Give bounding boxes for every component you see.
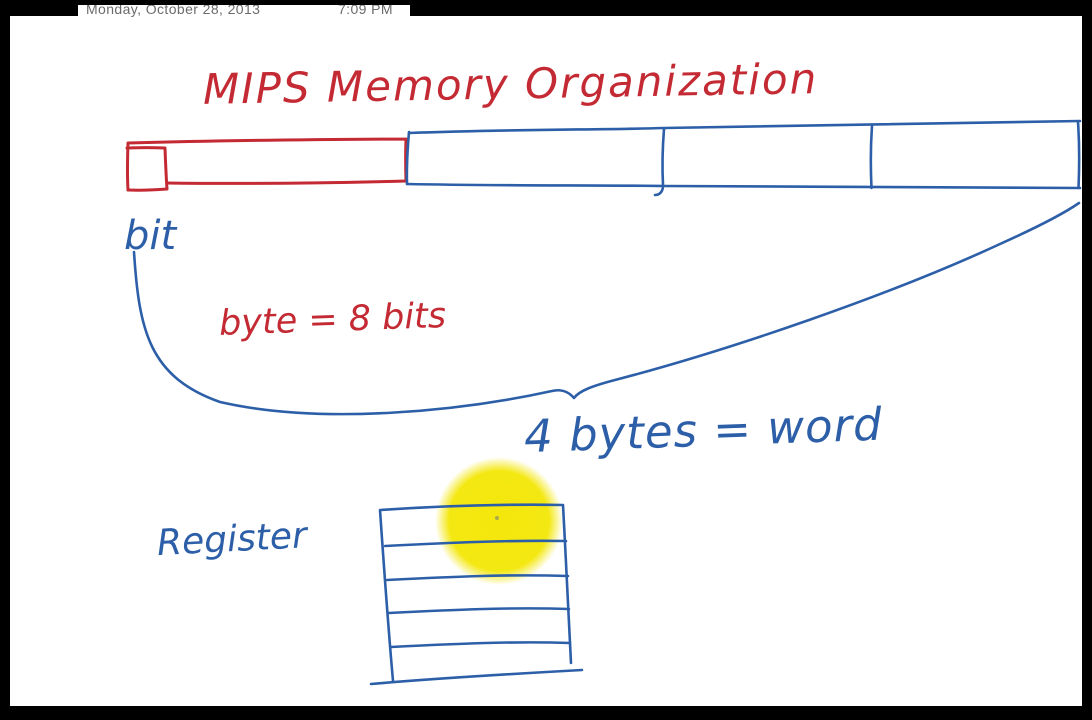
letterbox-bottom xyxy=(0,706,1092,720)
byte-equation-label: byte = 8 bits xyxy=(218,296,446,344)
memory-bar-right-end xyxy=(1076,120,1081,190)
byte-cell-box xyxy=(125,137,408,192)
bit-cell-box xyxy=(125,146,169,192)
top-clip-strip xyxy=(0,0,1092,5)
memory-bar-top-line xyxy=(407,119,1082,135)
register-row-lines xyxy=(383,539,572,649)
memory-bar-left-junction xyxy=(405,130,411,186)
page-background xyxy=(10,0,1082,706)
word-equation-label: 4 bytes = word xyxy=(523,398,883,463)
letterbox-right xyxy=(1082,0,1092,720)
register-label: Register xyxy=(156,515,310,564)
segment-divider-1 xyxy=(653,127,666,197)
segment-divider-2 xyxy=(869,124,874,190)
bit-label: bit xyxy=(124,213,178,259)
memory-bar-bottom-line xyxy=(405,182,1082,190)
highlight-circle xyxy=(435,457,563,585)
register-box-outline xyxy=(369,503,584,686)
letterbox-left xyxy=(0,0,10,720)
page-title: MIPS Memory Organization xyxy=(203,54,819,114)
word-brace-curve xyxy=(132,201,1081,416)
pen-dot xyxy=(495,516,499,520)
